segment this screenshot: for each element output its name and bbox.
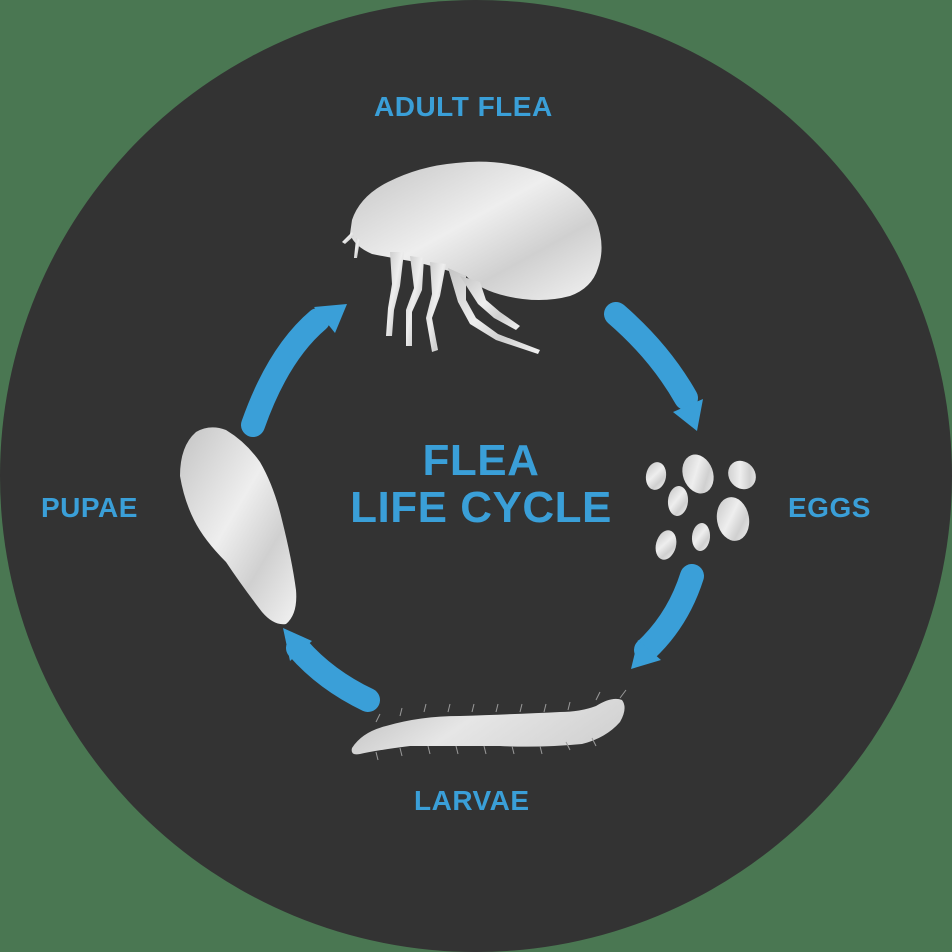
diagram-title: FLEA LIFE CYCLE (326, 437, 636, 531)
eggs-icon (645, 454, 756, 560)
pupae-icon (180, 427, 297, 625)
title-line-2: LIFE CYCLE (350, 483, 612, 532)
arrow-larvae-to-pupae-icon (283, 628, 380, 712)
title-line-1: FLEA (422, 436, 540, 485)
stage-label-larvae: LARVAE (414, 785, 530, 816)
stage-label-adult-flea: ADULT FLEA (374, 91, 553, 122)
arrow-eggs-to-larvae-icon (631, 564, 704, 669)
arrow-adult-to-eggs-icon (604, 302, 703, 431)
stage-label-eggs: EGGS (788, 492, 871, 523)
arrow-pupae-to-adult-icon (241, 304, 347, 437)
larvae-icon (351, 689, 627, 761)
stage-label-pupae: PUPAE (41, 492, 138, 523)
adult-flea-icon (342, 161, 602, 354)
